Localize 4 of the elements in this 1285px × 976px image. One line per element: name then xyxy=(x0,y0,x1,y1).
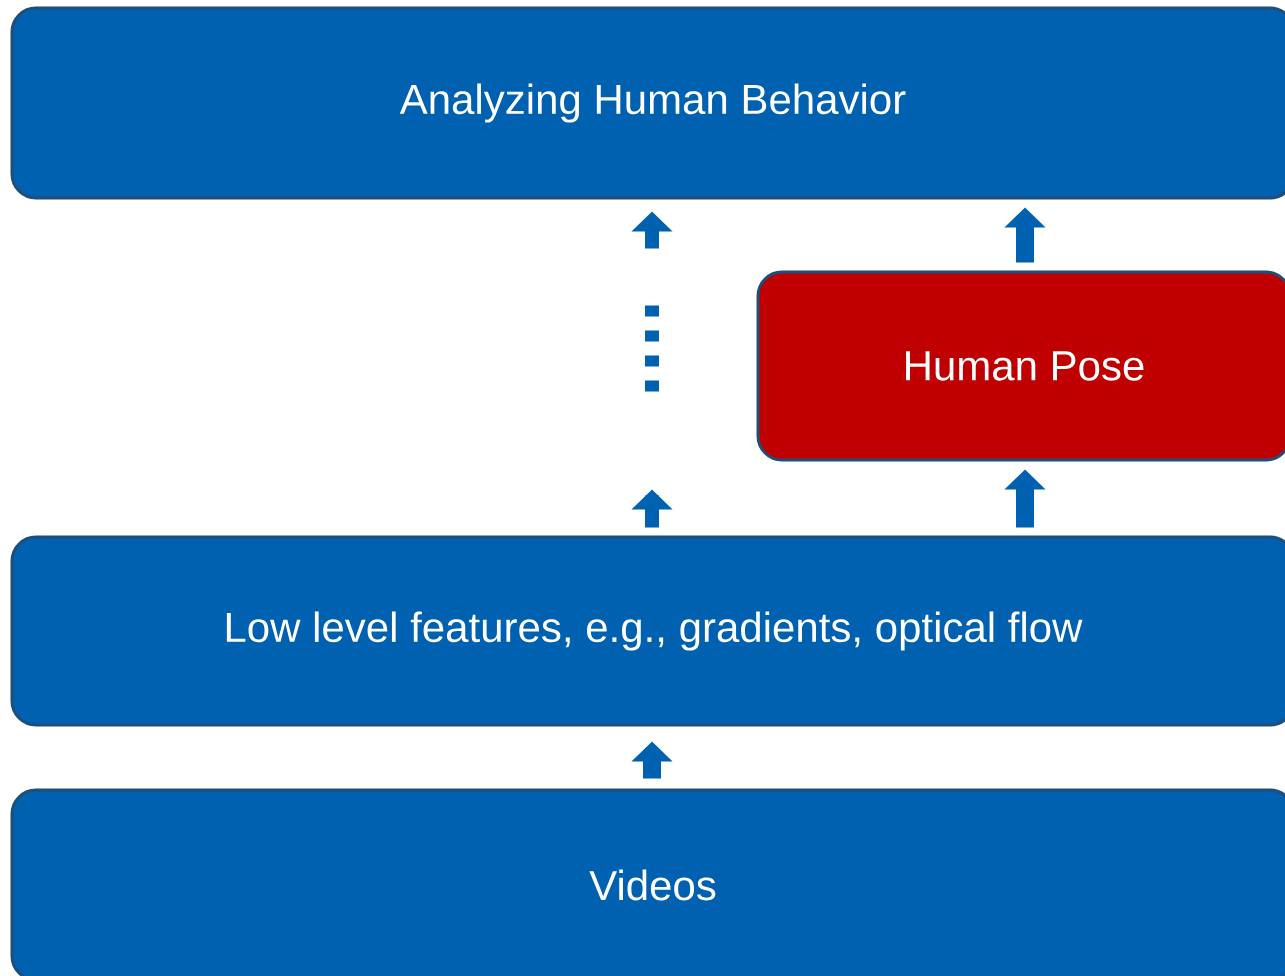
process-box: Videos xyxy=(10,788,1285,976)
process-box: Low level features, e.g., gradients, optical flow xyxy=(10,535,1285,727)
process-box: Analyzing Human Behavior xyxy=(10,6,1285,200)
process-box: Human Pose xyxy=(756,270,1285,462)
